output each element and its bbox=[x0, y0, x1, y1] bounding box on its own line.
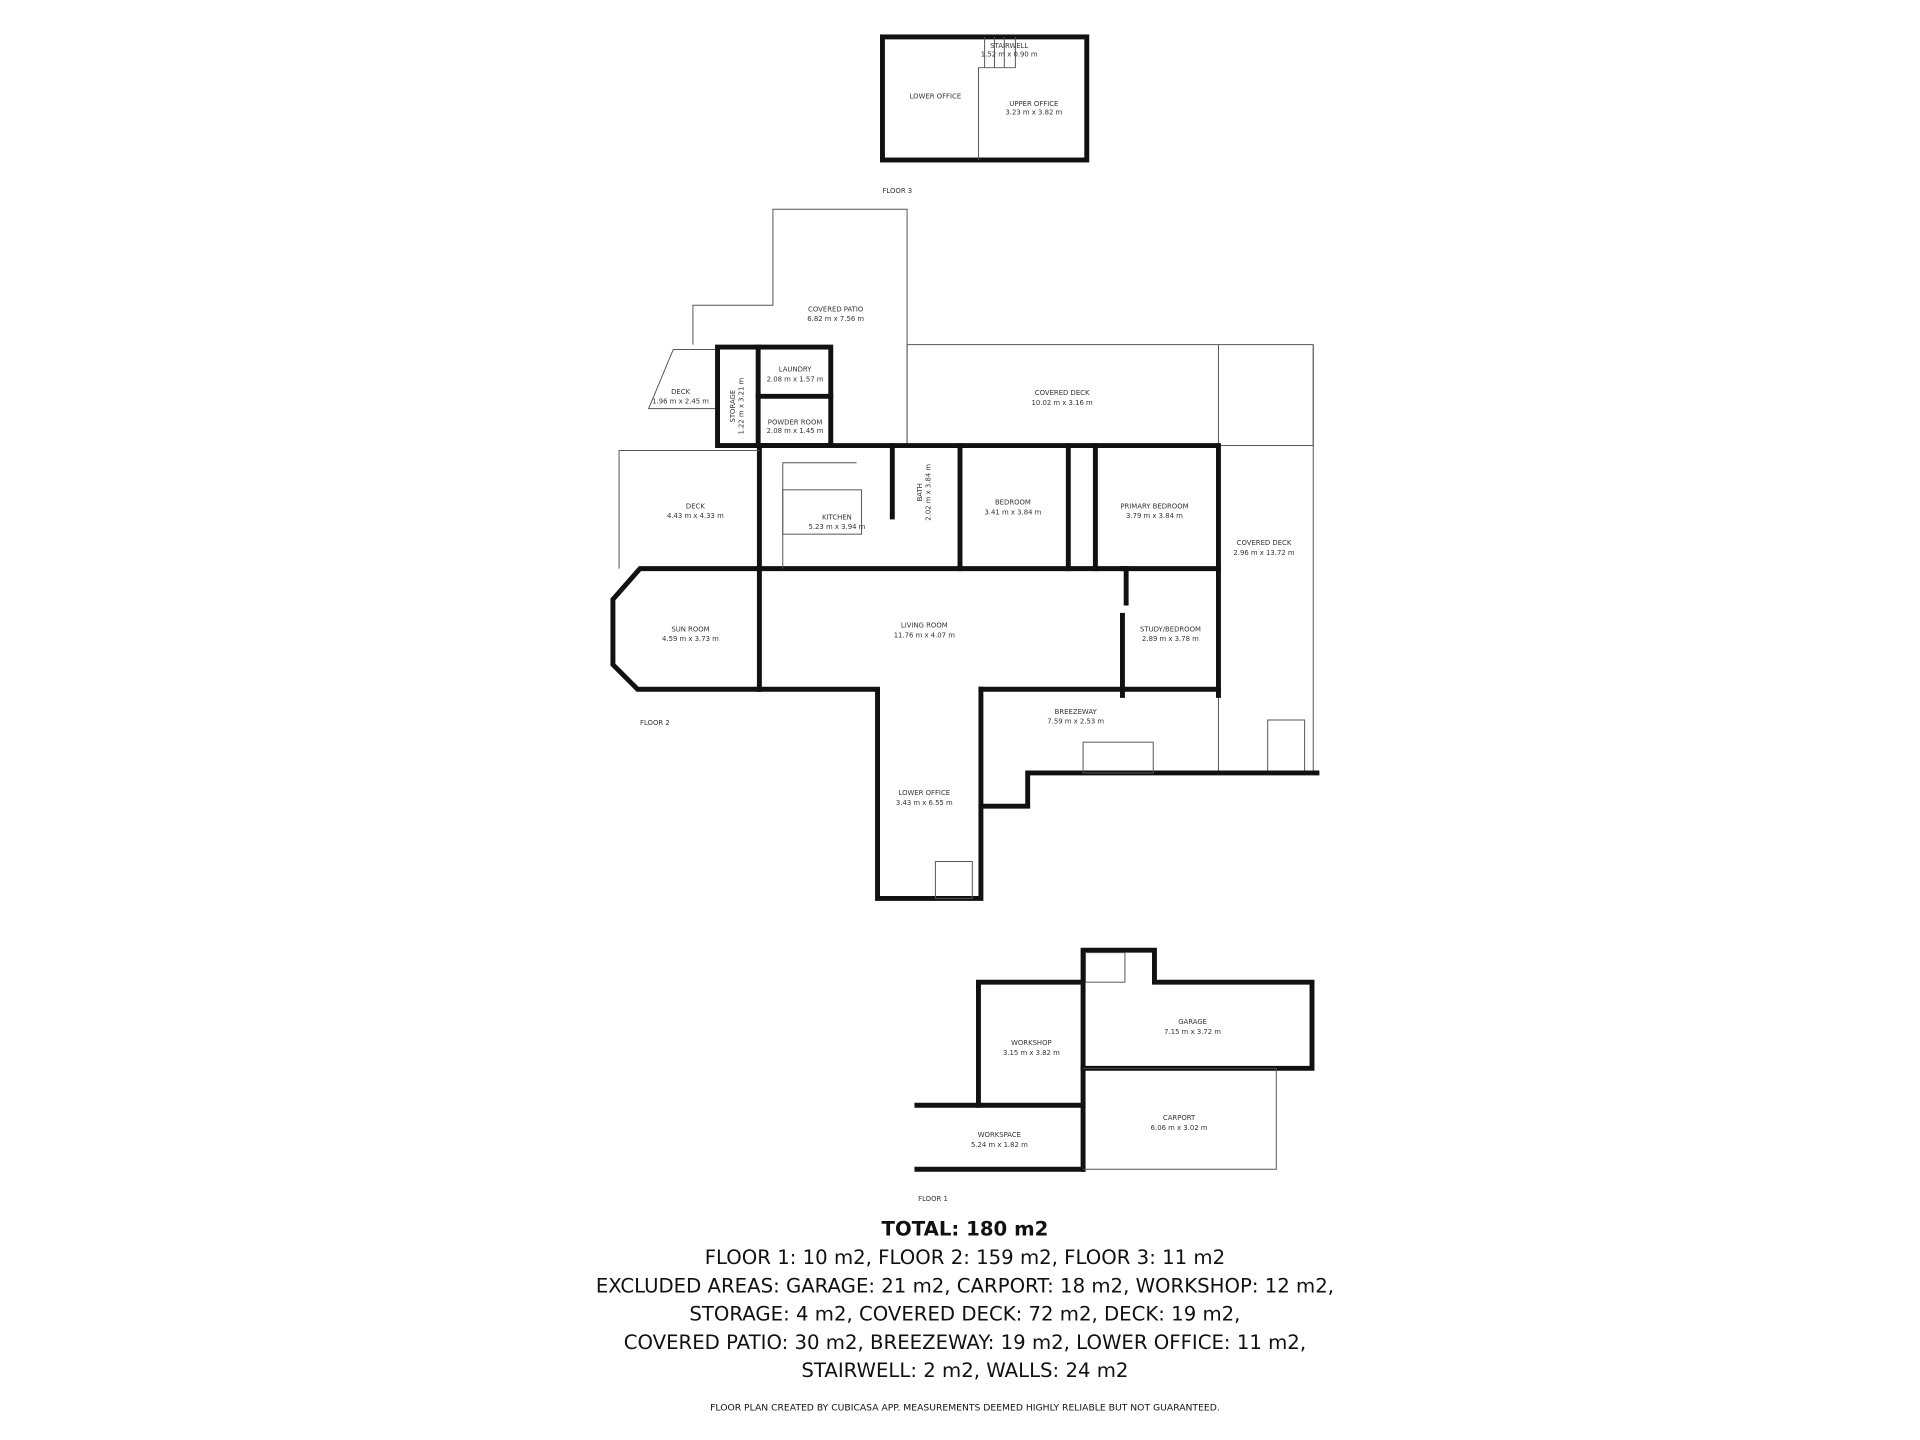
room-label: DECK bbox=[686, 502, 705, 510]
room-label: LAUNDRY bbox=[779, 366, 812, 374]
room-dim: 3.41 m x 3.84 m bbox=[985, 508, 1042, 516]
room-label: COVERED DECK bbox=[1237, 539, 1292, 547]
room-label: STORAGE bbox=[729, 390, 737, 423]
room-dim: 5.24 m x 1.82 m bbox=[971, 1141, 1028, 1149]
room-dim: 6.06 m x 3.02 m bbox=[1151, 1124, 1208, 1132]
floor-label: FLOOR 2 bbox=[640, 719, 670, 727]
room-label: WORKSHOP bbox=[1011, 1039, 1052, 1047]
room-label: CARPORT bbox=[1163, 1114, 1196, 1122]
total-area: TOTAL: 180 m2 bbox=[882, 1218, 1049, 1241]
room-dim: 3.23 m x 3.82 m bbox=[1005, 108, 1062, 116]
floor-3: LOWER OFFICE STAIRWELL 1.52 m x 0.90 m U… bbox=[880, 34, 1090, 195]
room-dim: 1.52 m x 0.90 m bbox=[981, 51, 1038, 59]
room-label: BEDROOM bbox=[995, 499, 1031, 507]
room-label: PRIMARY BEDROOM bbox=[1120, 502, 1188, 510]
room-dim: 2.96 m x 13.72 m bbox=[1233, 549, 1294, 557]
room-label: LOWER OFFICE bbox=[910, 92, 962, 100]
room-label: BREEZEWAY bbox=[1055, 708, 1098, 716]
room-dim: 2.02 m x 3.84 m bbox=[924, 464, 932, 521]
room-dim: 2.08 m x 1.45 m bbox=[767, 427, 824, 435]
summary-line: EXCLUDED AREAS: GARAGE: 21 m2, CARPORT: … bbox=[596, 1274, 1334, 1297]
room-dim: 1.22 m x 3.21 m bbox=[737, 377, 745, 434]
area-summary: TOTAL: 180 m2 FLOOR 1: 10 m2, FLOOR 2: 1… bbox=[596, 1218, 1334, 1414]
room-dim: 3.15 m x 3.82 m bbox=[1003, 1049, 1060, 1057]
room-dim: 6.82 m x 7.56 m bbox=[807, 315, 864, 323]
summary-line: COVERED PATIO: 30 m2, BREEZEWAY: 19 m2, … bbox=[624, 1331, 1306, 1354]
floor-1: GARAGE 7.15 m x 3.72 m WORKSHOP 3.15 m x… bbox=[914, 947, 1315, 1203]
room-dim: 2.08 m x 1.57 m bbox=[767, 376, 824, 384]
room-dim: 3.79 m x 3.84 m bbox=[1126, 512, 1183, 520]
room-label: LOWER OFFICE bbox=[899, 789, 951, 797]
room-label: POWDER ROOM bbox=[768, 419, 823, 427]
room-dim: 5.23 m x 3.94 m bbox=[809, 523, 866, 531]
room-label: KITCHEN bbox=[822, 513, 852, 521]
room-label: STUDY/BEDROOM bbox=[1140, 625, 1201, 633]
summary-line: STAIRWELL: 2 m2, WALLS: 24 m2 bbox=[801, 1359, 1128, 1382]
room-label: COVERED DECK bbox=[1035, 389, 1090, 397]
summary-line: STORAGE: 4 m2, COVERED DECK: 72 m2, DECK… bbox=[689, 1303, 1240, 1326]
summary-line: FLOOR 1: 10 m2, FLOOR 2: 159 m2, FLOOR 3… bbox=[705, 1246, 1225, 1269]
room-label: UPPER OFFICE bbox=[1009, 100, 1058, 108]
room-label: DECK bbox=[671, 388, 690, 396]
room-dim: 1.96 m x 2.45 m bbox=[652, 398, 709, 406]
floor-2: COVERED PATIO 6.82 m x 7.56 m LAUNDRY 2.… bbox=[610, 208, 1320, 901]
room-dim: 10.02 m x 3.16 m bbox=[1032, 399, 1093, 407]
room-dim: 4.43 m x 4.33 m bbox=[667, 512, 724, 520]
room-label: STAIRWELL bbox=[990, 42, 1028, 50]
room-label: BATH bbox=[916, 483, 924, 501]
room-dim: 7.15 m x 3.72 m bbox=[1164, 1028, 1221, 1036]
room-dim: 3.43 m x 6.55 m bbox=[896, 799, 953, 807]
room-dim: 7.59 m x 2.53 m bbox=[1047, 718, 1104, 726]
room-label: GARAGE bbox=[1178, 1018, 1207, 1026]
room-label: LIVING ROOM bbox=[901, 622, 948, 630]
room-label: SUN ROOM bbox=[671, 625, 709, 633]
floor-label: FLOOR 3 bbox=[882, 187, 912, 195]
disclaimer: FLOOR PLAN CREATED BY CUBICASA APP. MEAS… bbox=[710, 1402, 1220, 1413]
room-label: COVERED PATIO bbox=[808, 305, 864, 313]
floor-label: FLOOR 1 bbox=[918, 1195, 948, 1203]
room-dim: 2.89 m x 3.78 m bbox=[1142, 635, 1199, 643]
room-dim: 11.76 m x 4.07 m bbox=[894, 632, 955, 640]
room-label: WORKSPACE bbox=[978, 1131, 1021, 1139]
room-dim: 4.59 m x 3.73 m bbox=[662, 635, 719, 643]
